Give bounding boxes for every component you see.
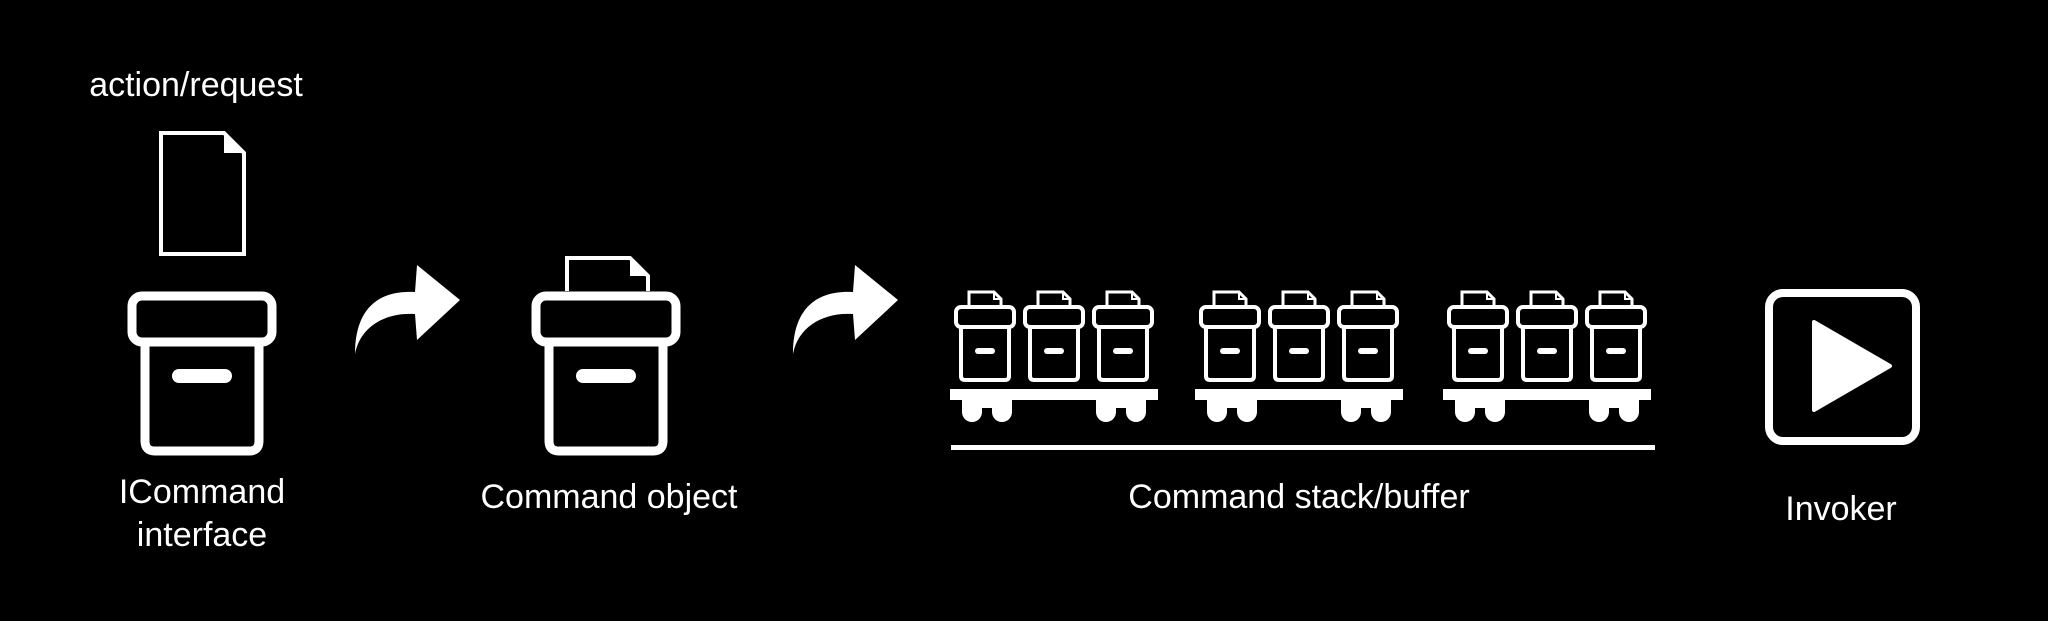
document-icon <box>159 131 246 256</box>
cart-icon <box>1195 389 1403 422</box>
command-stack <box>950 290 1651 422</box>
icommand-label-line1: ICommand <box>119 473 285 511</box>
stack-group <box>1195 290 1403 422</box>
action-request-label: action/request <box>89 66 303 104</box>
archive-box-with-document-icon <box>1023 290 1085 382</box>
stack-group <box>1443 290 1651 422</box>
archive-box-with-document-icon <box>954 290 1016 382</box>
cart-icon <box>950 389 1158 422</box>
archive-box-with-document-icon <box>1199 290 1261 382</box>
command-stack-label: Command stack/buffer <box>1128 478 1469 516</box>
archive-box-with-document-icon <box>1268 290 1330 382</box>
stack-baseline <box>951 445 1655 450</box>
cart-icon <box>1443 389 1651 422</box>
play-button-icon[interactable] <box>1765 289 1920 445</box>
archive-box-with-document-icon <box>1447 290 1509 382</box>
stack-group <box>950 290 1158 422</box>
archive-box-with-document-icon <box>536 256 676 451</box>
curved-arrow-icon <box>793 265 898 354</box>
icommand-label-line2: interface <box>137 516 267 554</box>
command-object-label: Command object <box>480 478 738 516</box>
archive-box-with-document-icon <box>1337 290 1399 382</box>
archive-box-with-document-icon <box>1516 290 1578 382</box>
invoker-label: Invoker <box>1785 490 1897 528</box>
archive-box-with-document-icon <box>1092 290 1154 382</box>
curved-arrow-icon <box>355 265 460 354</box>
archive-box-icon <box>132 296 272 451</box>
archive-box-with-document-icon <box>1585 290 1647 382</box>
